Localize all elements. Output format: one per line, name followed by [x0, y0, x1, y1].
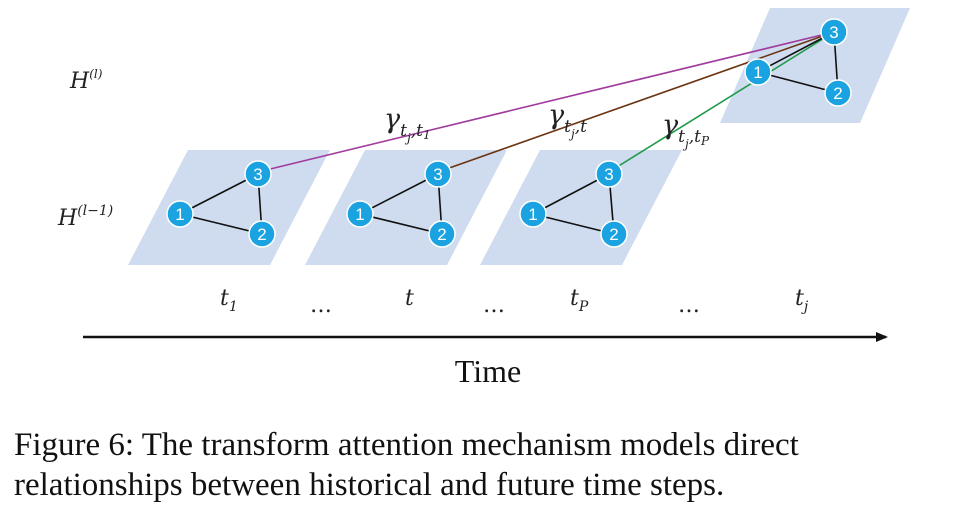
node-3: 3	[820, 18, 848, 46]
node-1: 1	[744, 58, 772, 86]
svg-text:3: 3	[829, 23, 838, 42]
svg-text:3: 3	[604, 165, 613, 184]
svg-text:1: 1	[175, 205, 184, 224]
svg-text:2: 2	[257, 225, 266, 244]
svg-text:2: 2	[833, 84, 842, 103]
graph-panel-tj	[720, 8, 910, 123]
svg-text:3: 3	[433, 165, 442, 184]
attention-link-t	[437, 31, 835, 173]
time-step-t1: t1	[220, 286, 238, 315]
node-1: 1	[519, 200, 547, 228]
attention-diagram: 1 3 2 1 3 2 1 3 2 1 3 2 H(l) H(l−1) γtj,…	[57, 8, 910, 389]
layer-label-lower: H(l−1)	[57, 203, 113, 231]
time-step-ellipsis-3: …	[678, 293, 700, 318]
node-3: 3	[424, 160, 452, 188]
node-3: 3	[244, 160, 272, 188]
time-axis-label: Time	[455, 353, 521, 389]
graph-panel-tp	[480, 150, 682, 265]
time-step-ellipsis-2: …	[483, 293, 505, 318]
node-2: 2	[600, 220, 628, 248]
time-step-t: t	[405, 286, 414, 311]
node-2: 2	[428, 220, 456, 248]
node-2: 2	[248, 220, 276, 248]
attention-weight-t1: γtj,t1	[384, 104, 431, 145]
svg-text:1: 1	[528, 205, 537, 224]
node-2: 2	[824, 79, 852, 107]
figure-caption: Figure 6: The transform attention mechan…	[14, 425, 964, 505]
graph-t1: 1 3 2	[166, 160, 276, 248]
svg-text:1: 1	[753, 63, 762, 82]
svg-text:3: 3	[253, 165, 262, 184]
graph-t: 1 3 2	[346, 160, 456, 248]
attention-weight-t: γtj,t	[548, 100, 587, 141]
attention-link-tp	[608, 31, 835, 173]
graph-tj: 1 3 2	[744, 18, 852, 107]
time-step-tp: tP	[570, 286, 589, 315]
node-1: 1	[346, 200, 374, 228]
time-step-ellipsis-1: …	[310, 293, 332, 318]
node-3: 3	[595, 160, 623, 188]
graph-panel-t	[305, 150, 507, 265]
layer-label-upper: H(l)	[69, 67, 103, 94]
attention-weight-tp: γtj,tP	[662, 110, 710, 151]
graph-tp: 1 3 2	[519, 160, 628, 248]
caption-line-2: relationships between historical and fut…	[14, 467, 725, 503]
time-step-tj: tj	[795, 286, 809, 315]
node-1: 1	[166, 200, 194, 228]
svg-text:2: 2	[609, 225, 618, 244]
svg-text:1: 1	[355, 205, 364, 224]
svg-text:2: 2	[437, 225, 446, 244]
graph-panel-t1	[128, 150, 330, 265]
attention-link-t1	[257, 31, 835, 173]
caption-line-1: Figure 6: The transform attention mechan…	[14, 427, 799, 463]
